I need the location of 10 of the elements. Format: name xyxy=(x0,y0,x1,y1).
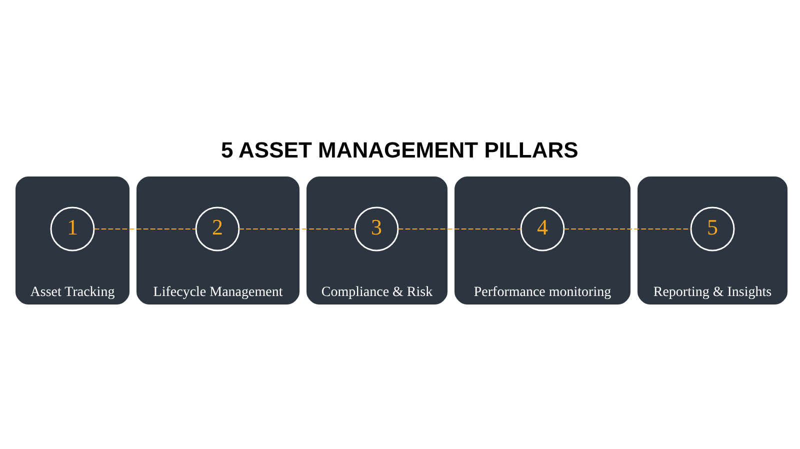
node-circle: 5 xyxy=(690,206,735,252)
node-circle: 4 xyxy=(520,206,565,252)
node-circle: 3 xyxy=(354,206,399,252)
node-circle: 2 xyxy=(195,206,240,252)
connector xyxy=(564,228,692,230)
node-circle: 1 xyxy=(50,206,95,252)
connector xyxy=(398,228,522,230)
diagram-title: 5 ASSET MANAGEMENT PILLARS xyxy=(221,138,578,163)
connector xyxy=(94,228,196,230)
connector xyxy=(238,228,356,230)
